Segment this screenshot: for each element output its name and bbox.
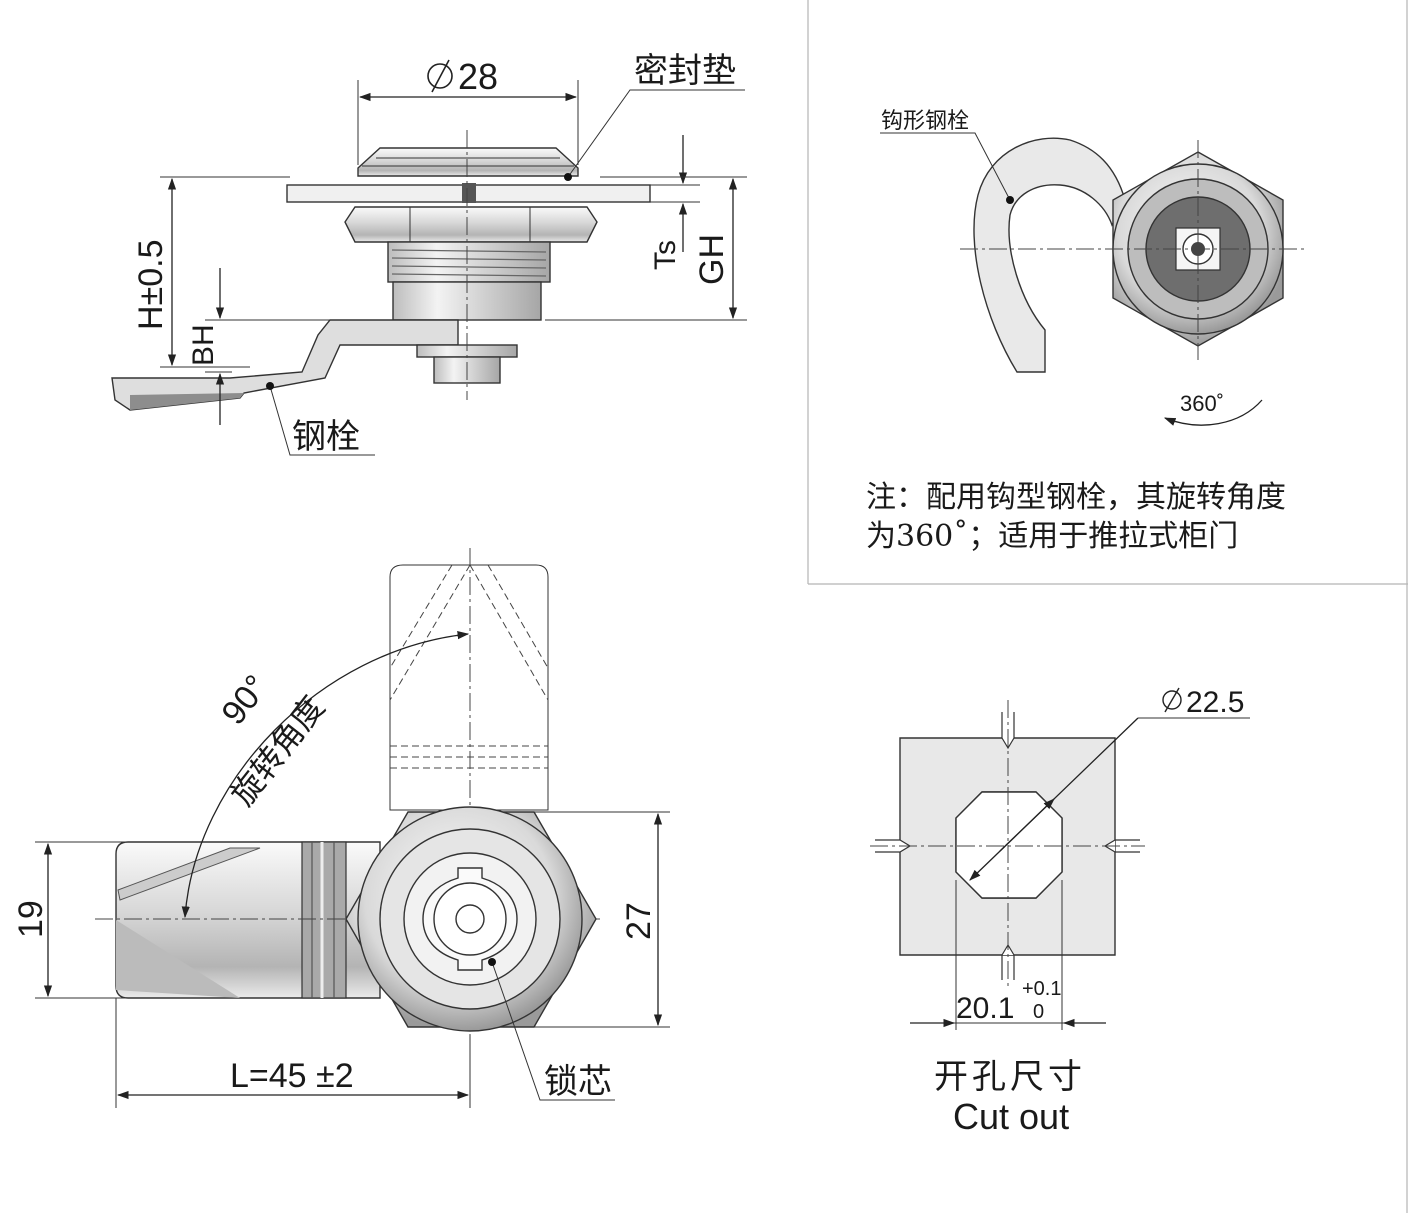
note-line-2: 为360˚；适用于推拉式柜门 — [866, 519, 1238, 554]
ts-dimension-label: Ts — [649, 240, 682, 270]
hook-panel-frame — [807, 0, 1408, 1213]
lock-core-label: 锁芯 — [544, 1062, 612, 1102]
height-19-label: 19 — [12, 900, 50, 938]
cutout-tolerance-plus: +0.1 — [1022, 978, 1061, 1000]
bh-dimension-label: BH — [187, 324, 220, 366]
angle-90-label: 90° — [214, 668, 276, 732]
cutout-diameter-label: 22.5 — [1186, 686, 1244, 719]
seal-gasket-label: 密封垫 — [634, 51, 736, 91]
latch-label: 钢栓 — [292, 417, 360, 457]
note-line-1: 注：配用钩型钢栓，其旋转角度 — [866, 480, 1286, 515]
hex-nut — [344, 206, 598, 243]
hook-latch-label: 钩形钢栓 — [881, 109, 969, 134]
cutout-title-cn: 开孔尺寸 — [934, 1057, 1086, 1097]
bezel-cap — [357, 147, 579, 177]
rotation-360-label: 360˚ — [1180, 391, 1224, 416]
hex-27-label: 27 — [620, 902, 658, 940]
side-diameter-label: 28 — [458, 56, 498, 97]
length-label: L=45 ±2 — [230, 1057, 354, 1095]
h-dimension-label: H±0.5 — [132, 240, 170, 330]
latch-rotated-outline — [389, 564, 549, 811]
front-view: 90° 旋转角度 19 27 L=45 ±2 锁芯 — [12, 548, 670, 1108]
cutout-tolerance-zero: 0 — [1033, 1001, 1044, 1023]
diameter-symbol — [427, 59, 453, 93]
cutout-width-label: 20.1 — [956, 992, 1014, 1025]
gh-dimension-label: GH — [693, 234, 731, 285]
cutout-view: 22.5 20.1 +0.1 0 开孔尺寸 Cut out — [870, 686, 1250, 1137]
side-view: 28 密封垫 H±0.5 BH Ts GH 钢栓 — [111, 51, 747, 457]
cutout-diameter-symbol — [1162, 687, 1182, 713]
hook-latch — [973, 137, 1126, 373]
hook-view: 钩形钢栓 360˚ 注：配用钩型钢栓，其旋转角度 为360˚；适用于推拉式柜门 — [866, 109, 1305, 554]
cutout-title-en: Cut out — [953, 1096, 1069, 1137]
